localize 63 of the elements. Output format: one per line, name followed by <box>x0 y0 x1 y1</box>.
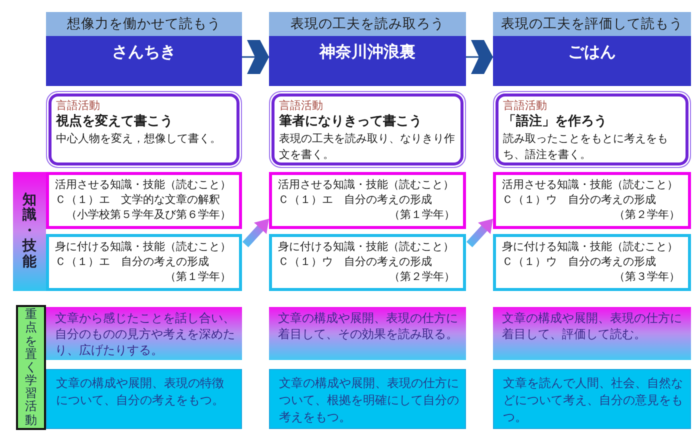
section-header <box>269 12 466 36</box>
category-band <box>13 172 46 291</box>
title-banner <box>46 36 242 86</box>
focus-card <box>46 369 242 429</box>
activity-title: 筆者になりきって書こう <box>279 113 422 132</box>
focus-text: 文章の構成や展開、表現の仕方に着目して、評価して読む。 <box>502 310 683 342</box>
skill-heading: 活用させる知識・技能（読むこと） <box>278 177 454 192</box>
skill-code: Ｃ（１）ウ 自分の考えの形成 <box>502 254 656 270</box>
focus-text: 文章の構成や展開、表現の特徴について、自分の考えをもつ。 <box>56 375 225 409</box>
title-text: 神奈川沖浪裏 <box>320 42 416 63</box>
header-text: 想像力を働かせて読もう <box>67 15 221 33</box>
focus-text: 文章の構成や展開、表現の仕方に着目して、その効果を読み取る。 <box>278 310 459 342</box>
focus-text: 文章から感じたことを話し合い、自分のものの見方や考えを深めたり、広げたりする。 <box>55 310 236 359</box>
section-header <box>46 12 242 36</box>
title-text: さんちき <box>112 42 176 63</box>
skill-card <box>46 172 242 229</box>
activity-title: 視点を変えて書こう <box>56 113 173 132</box>
focus-card <box>493 369 691 429</box>
focus-text: 文章の構成や展開、表現の仕方について、根拠を明確にして自分の考えをもつ。 <box>279 375 459 426</box>
skill-code: Ｃ（１）エ 自分の考えの形成 <box>55 254 209 270</box>
focus-card <box>269 307 466 360</box>
activity-text: 読み取ったことをもとに考えをもち、語注を書く。 <box>503 131 669 164</box>
skill-code: Ｃ（１）ウ 自分の考えの形成 <box>278 254 432 270</box>
grade-text: （第２学年） <box>389 269 455 285</box>
activity-label: 言語活動 <box>56 99 100 114</box>
header-text: 表現の工夫を読み取ろう <box>290 15 444 33</box>
focus-text: 文章を読んで人間、社会、自然などについて考え、自分の意見をもつ。 <box>503 375 684 426</box>
skill-heading: 身に付ける知識・技能（読むこと） <box>278 239 454 254</box>
activity-label: 言語活動 <box>503 99 547 114</box>
vertical-label: 知識・技能 <box>22 193 36 270</box>
section-header <box>493 12 691 36</box>
focus-card <box>269 369 466 429</box>
activity-text: 表現の工夫を読み取り、なりきり作文を書く。 <box>279 131 456 164</box>
skill-card <box>269 234 466 291</box>
activity-card <box>493 91 691 168</box>
skill-heading: 身に付ける知識・技能（読むこと） <box>55 239 231 254</box>
activity-label: 言語活動 <box>279 99 323 114</box>
title-banner <box>493 36 691 86</box>
grade-text: （第１学年） <box>165 269 231 285</box>
grade-text: （小学校第５学年及び第６学年） <box>66 207 231 223</box>
skill-code: Ｃ（１）エ 文学的な文章の解釈 <box>55 192 220 208</box>
header-text: 表現の工夫を評価して読もう <box>501 15 683 33</box>
skill-card <box>493 172 691 229</box>
skill-card <box>46 234 242 291</box>
skill-code: Ｃ（１）エ 自分の考えの形成 <box>278 192 432 208</box>
skill-heading: 活用させる知識・技能（読むこと） <box>55 177 231 192</box>
grade-text: （第２学年） <box>614 207 680 223</box>
skill-card <box>493 234 691 291</box>
vertical-label: 重点を置く学習活動 <box>25 308 37 427</box>
activity-card <box>269 91 466 168</box>
focus-card <box>493 307 691 360</box>
activity-title: 「語注」を作ろう <box>503 113 607 132</box>
category-label-box <box>16 305 46 430</box>
skill-heading: 活用させる知識・技能（読むこと） <box>502 177 678 192</box>
skill-code: Ｃ（１）ウ 自分の考えの形成 <box>502 192 656 208</box>
activity-card <box>46 91 242 168</box>
grade-text: （第１学年） <box>389 207 455 223</box>
skill-heading: 身に付ける知識・技能（読むこと） <box>502 239 678 254</box>
title-banner <box>269 36 466 86</box>
grade-text: （第３学年） <box>614 269 680 285</box>
skill-card <box>269 172 466 229</box>
activity-text: 中心人物を変え，想像して書く。 <box>56 131 221 148</box>
title-text: ごはん <box>568 42 616 63</box>
